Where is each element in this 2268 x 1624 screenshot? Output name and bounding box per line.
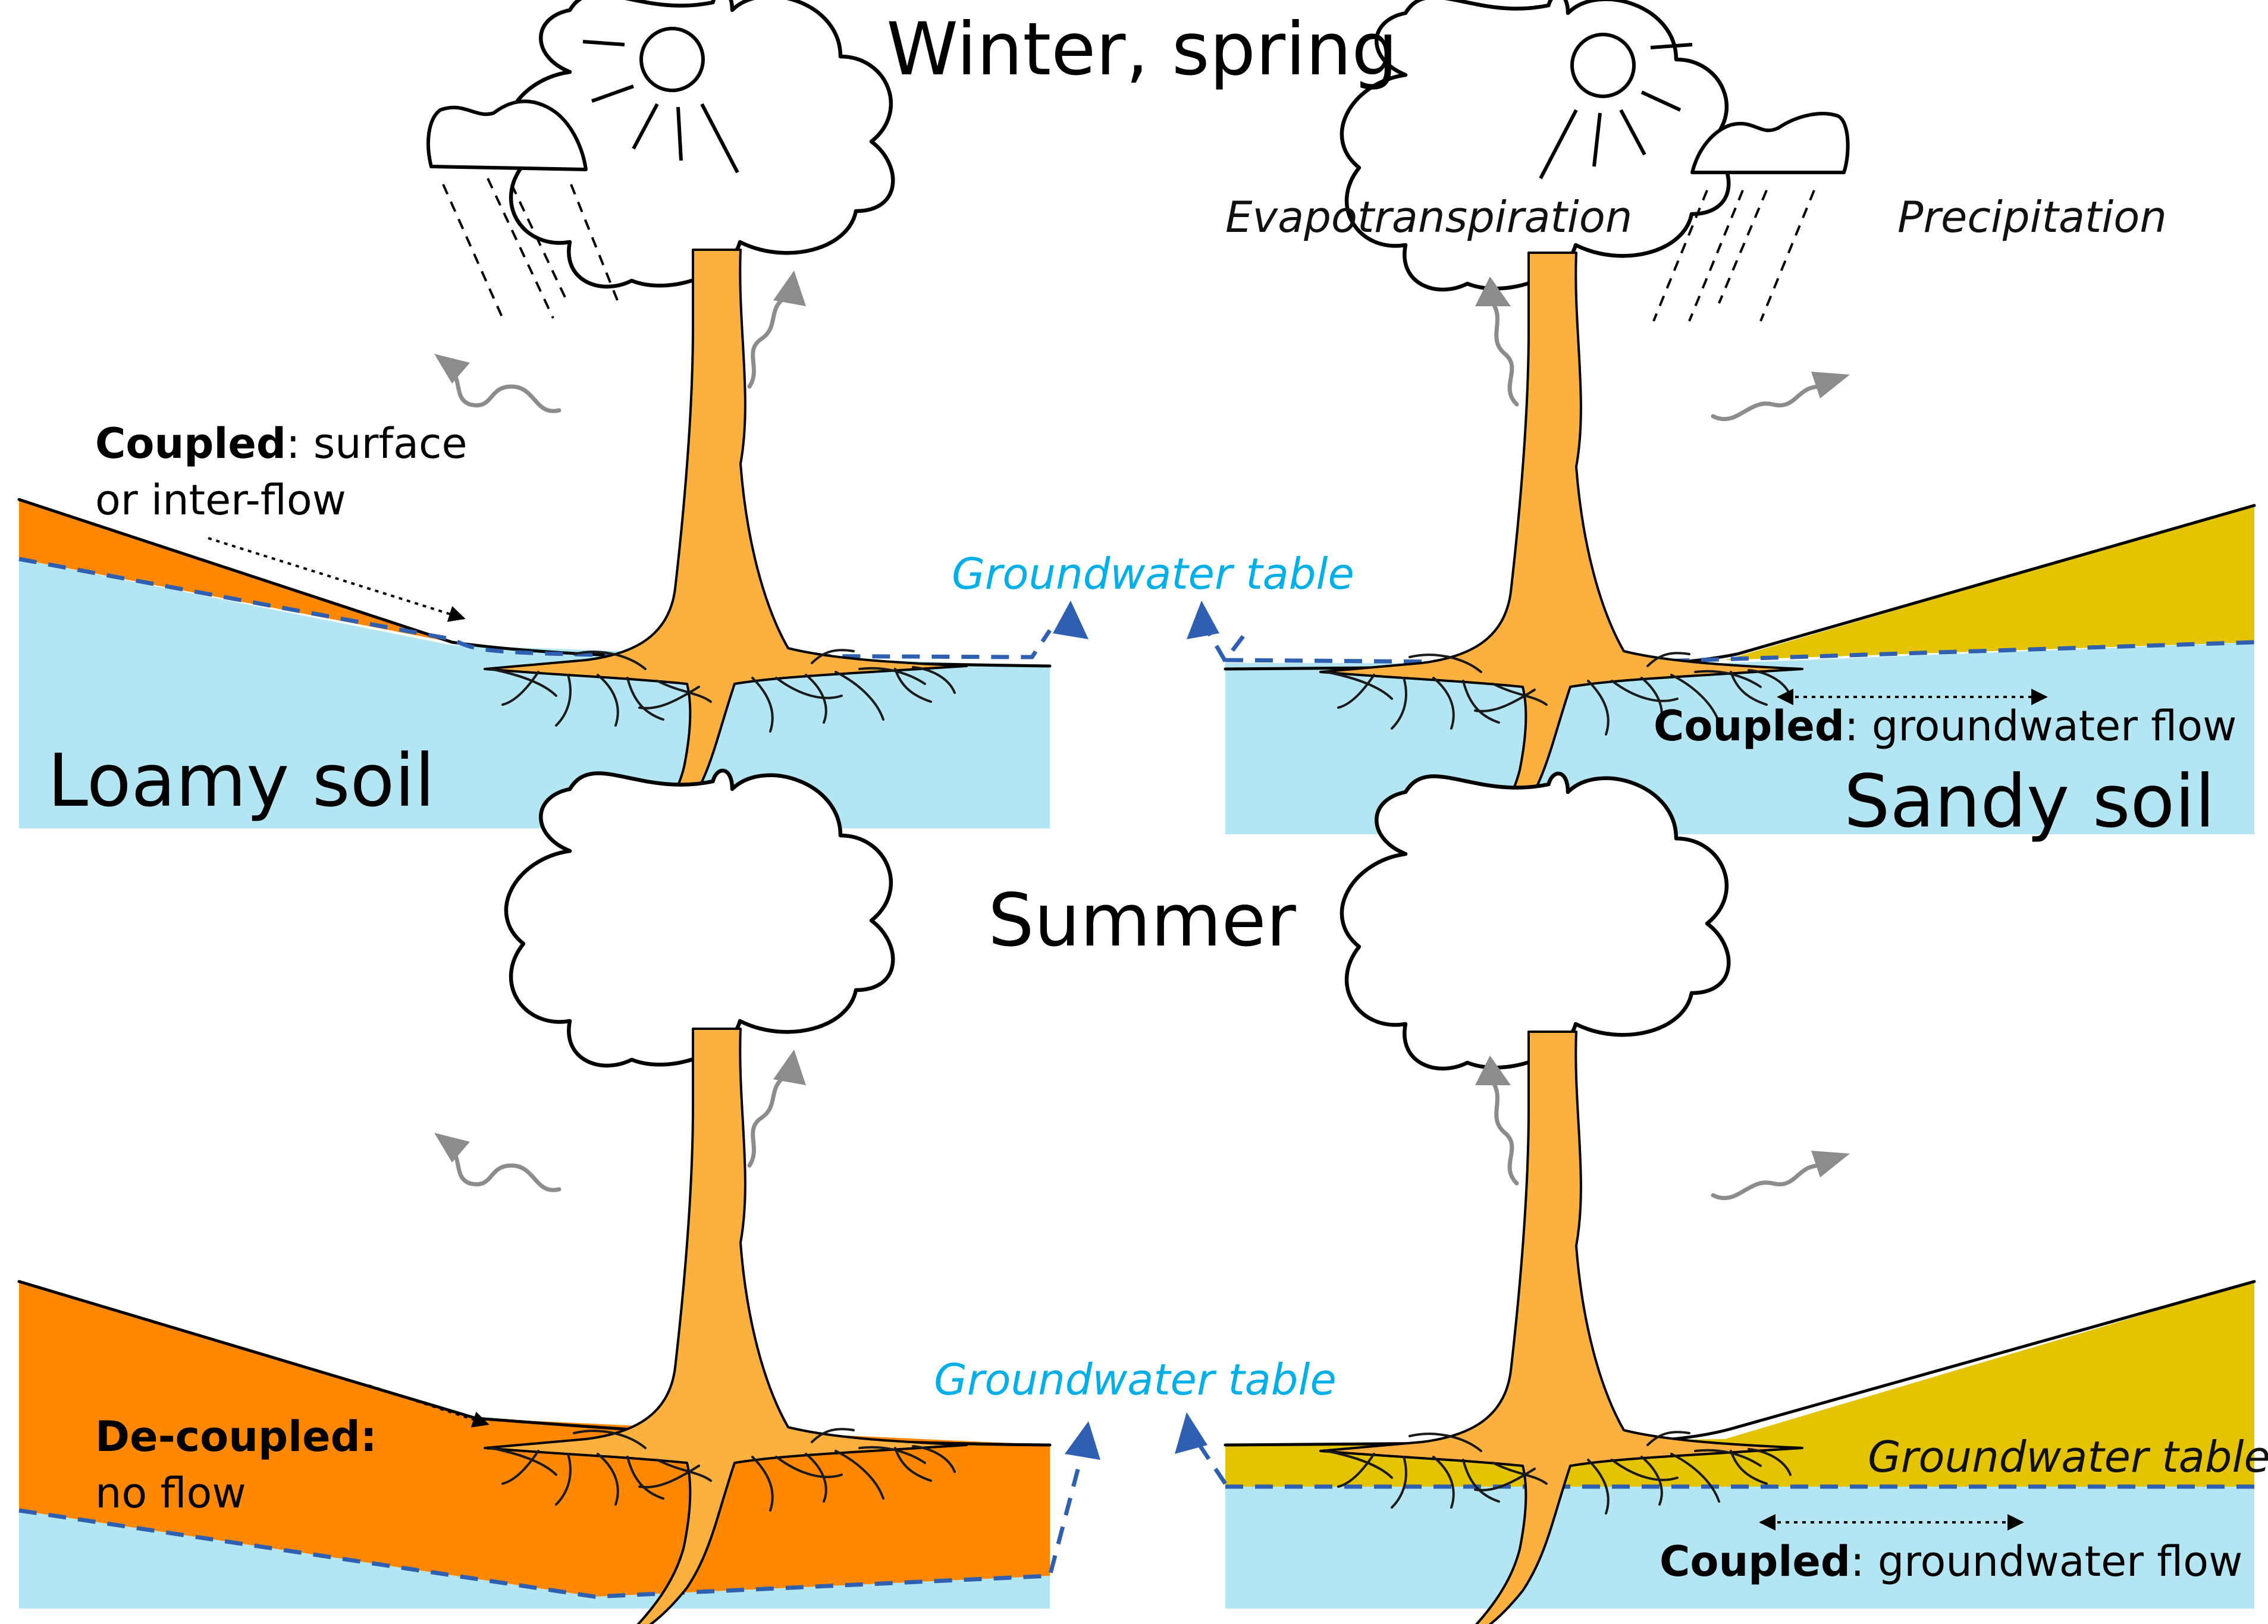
evapotranspiration-arrow [434, 1133, 561, 1192]
evapotranspiration-arrow [1711, 372, 1850, 422]
evapotranspiration-arrow [1475, 1056, 1519, 1186]
groundwater-zone [19, 1510, 1050, 1609]
label-precipitation: Precipitation [1897, 192, 2167, 242]
note-coupled-groundwater-top: Coupled: groundwater flow [1654, 702, 2236, 750]
surface-flow-text: : surface [286, 419, 468, 468]
panel-summer-sandy [1175, 774, 2256, 1624]
groundwater-arrow-right [1187, 601, 1228, 662]
groundwater-table-line [1221, 634, 2255, 665]
label-groundwater-table-bottom: Groundwater table [934, 1355, 1337, 1405]
groundwater-arrow-left [1053, 601, 1088, 639]
title-summer: Summer [988, 878, 1297, 963]
label-groundwater-table-top: Groundwater table [952, 549, 1354, 599]
groundwater-flow-text: : groundwater flow [1844, 702, 2236, 750]
note-coupled-groundwater-bottom: Coupled: groundwater flow [1660, 1537, 2242, 1586]
label-groundwater-table-sandy-summer: Groundwater table [1868, 1432, 2268, 1482]
label-sandy-soil: Sandy soil [1844, 759, 2215, 844]
sun-icon [582, 27, 739, 174]
coupled-word: Coupled [1660, 1537, 1850, 1586]
coupled-word: Coupled [1654, 702, 1844, 750]
panel-summer-loamy [17, 771, 1100, 1624]
evapotranspiration-arrow [1475, 277, 1519, 407]
note-coupled-surface-flow: Coupled: surface [95, 419, 468, 468]
evapotranspiration-arrow [434, 354, 561, 413]
unsaturated-zone [1225, 1281, 2254, 1487]
note-no-flow: no flow [95, 1469, 246, 1518]
unsaturated-zone [19, 1281, 1050, 1597]
coupled-word: Coupled [95, 419, 286, 468]
evapotranspiration-arrow [747, 271, 806, 389]
note-inter-flow: or inter-flow [95, 476, 346, 524]
rain-cloud-icon [1652, 112, 1850, 322]
evapotranspiration-arrow [1711, 1151, 1850, 1201]
label-evapotranspiration: Evapotranspiration [1225, 192, 1632, 242]
label-loamy-soil: Loamy soil [48, 739, 435, 823]
groundwater-table-line [18, 1462, 1082, 1599]
note-decoupled: De-coupled: [95, 1412, 377, 1461]
sun-icon [1539, 33, 1693, 180]
panel-winter-loamy [17, 0, 1052, 856]
evapotranspiration-arrow [747, 1050, 806, 1168]
groundwater-zone [19, 559, 1050, 828]
groundwater-flow-text: : groundwater flow [1850, 1537, 2242, 1586]
rain-cloud-icon [426, 99, 620, 319]
title-winter-spring: Winter, spring [886, 7, 1398, 92]
